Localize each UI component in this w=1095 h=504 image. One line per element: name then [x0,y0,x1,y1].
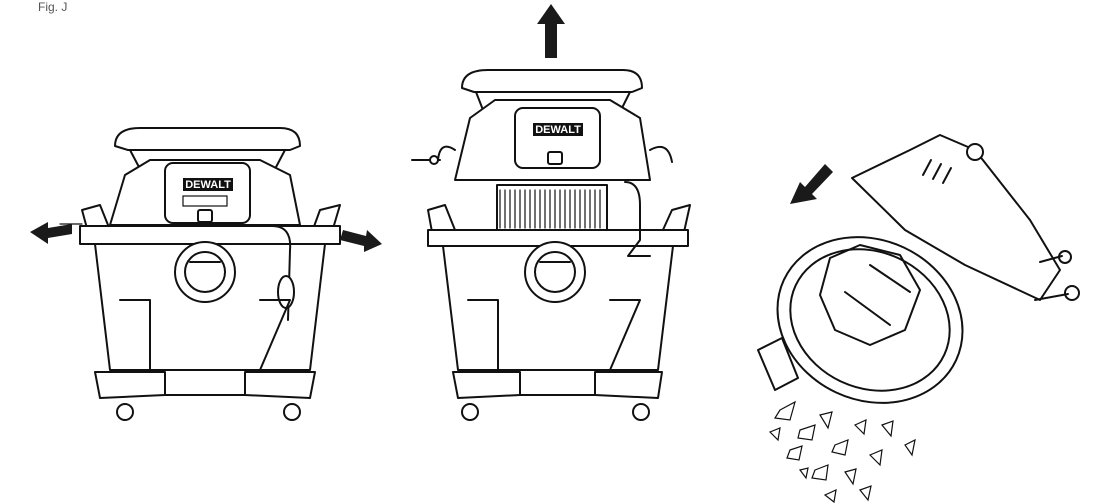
tank-rim [79,225,341,245]
falling-debris [768,400,916,504]
vacuum-lid-unlatch-view: DEWALT [30,127,382,421]
right-foot [244,371,316,399]
left-foot [94,371,166,399]
power-switch [197,209,213,223]
top-handle [114,127,301,151]
motor-housing [851,134,1061,301]
arrow-down-left [790,164,833,204]
caster-right [283,403,301,421]
vacuum-lid-lift-view: DEWALT [411,4,691,421]
caster-left [116,403,134,421]
top-handle [461,69,643,93]
collection-tank [94,243,326,371]
arrow-right [340,230,382,252]
brand-logo: DEWALT [535,124,581,136]
arrow-left [30,222,72,244]
arrow-up [537,4,565,58]
collection-tank [442,245,674,371]
figure-label: Fig. J [38,0,68,14]
brand-logo: DEWALT [185,179,231,191]
filter-emptying-view [757,134,1080,504]
